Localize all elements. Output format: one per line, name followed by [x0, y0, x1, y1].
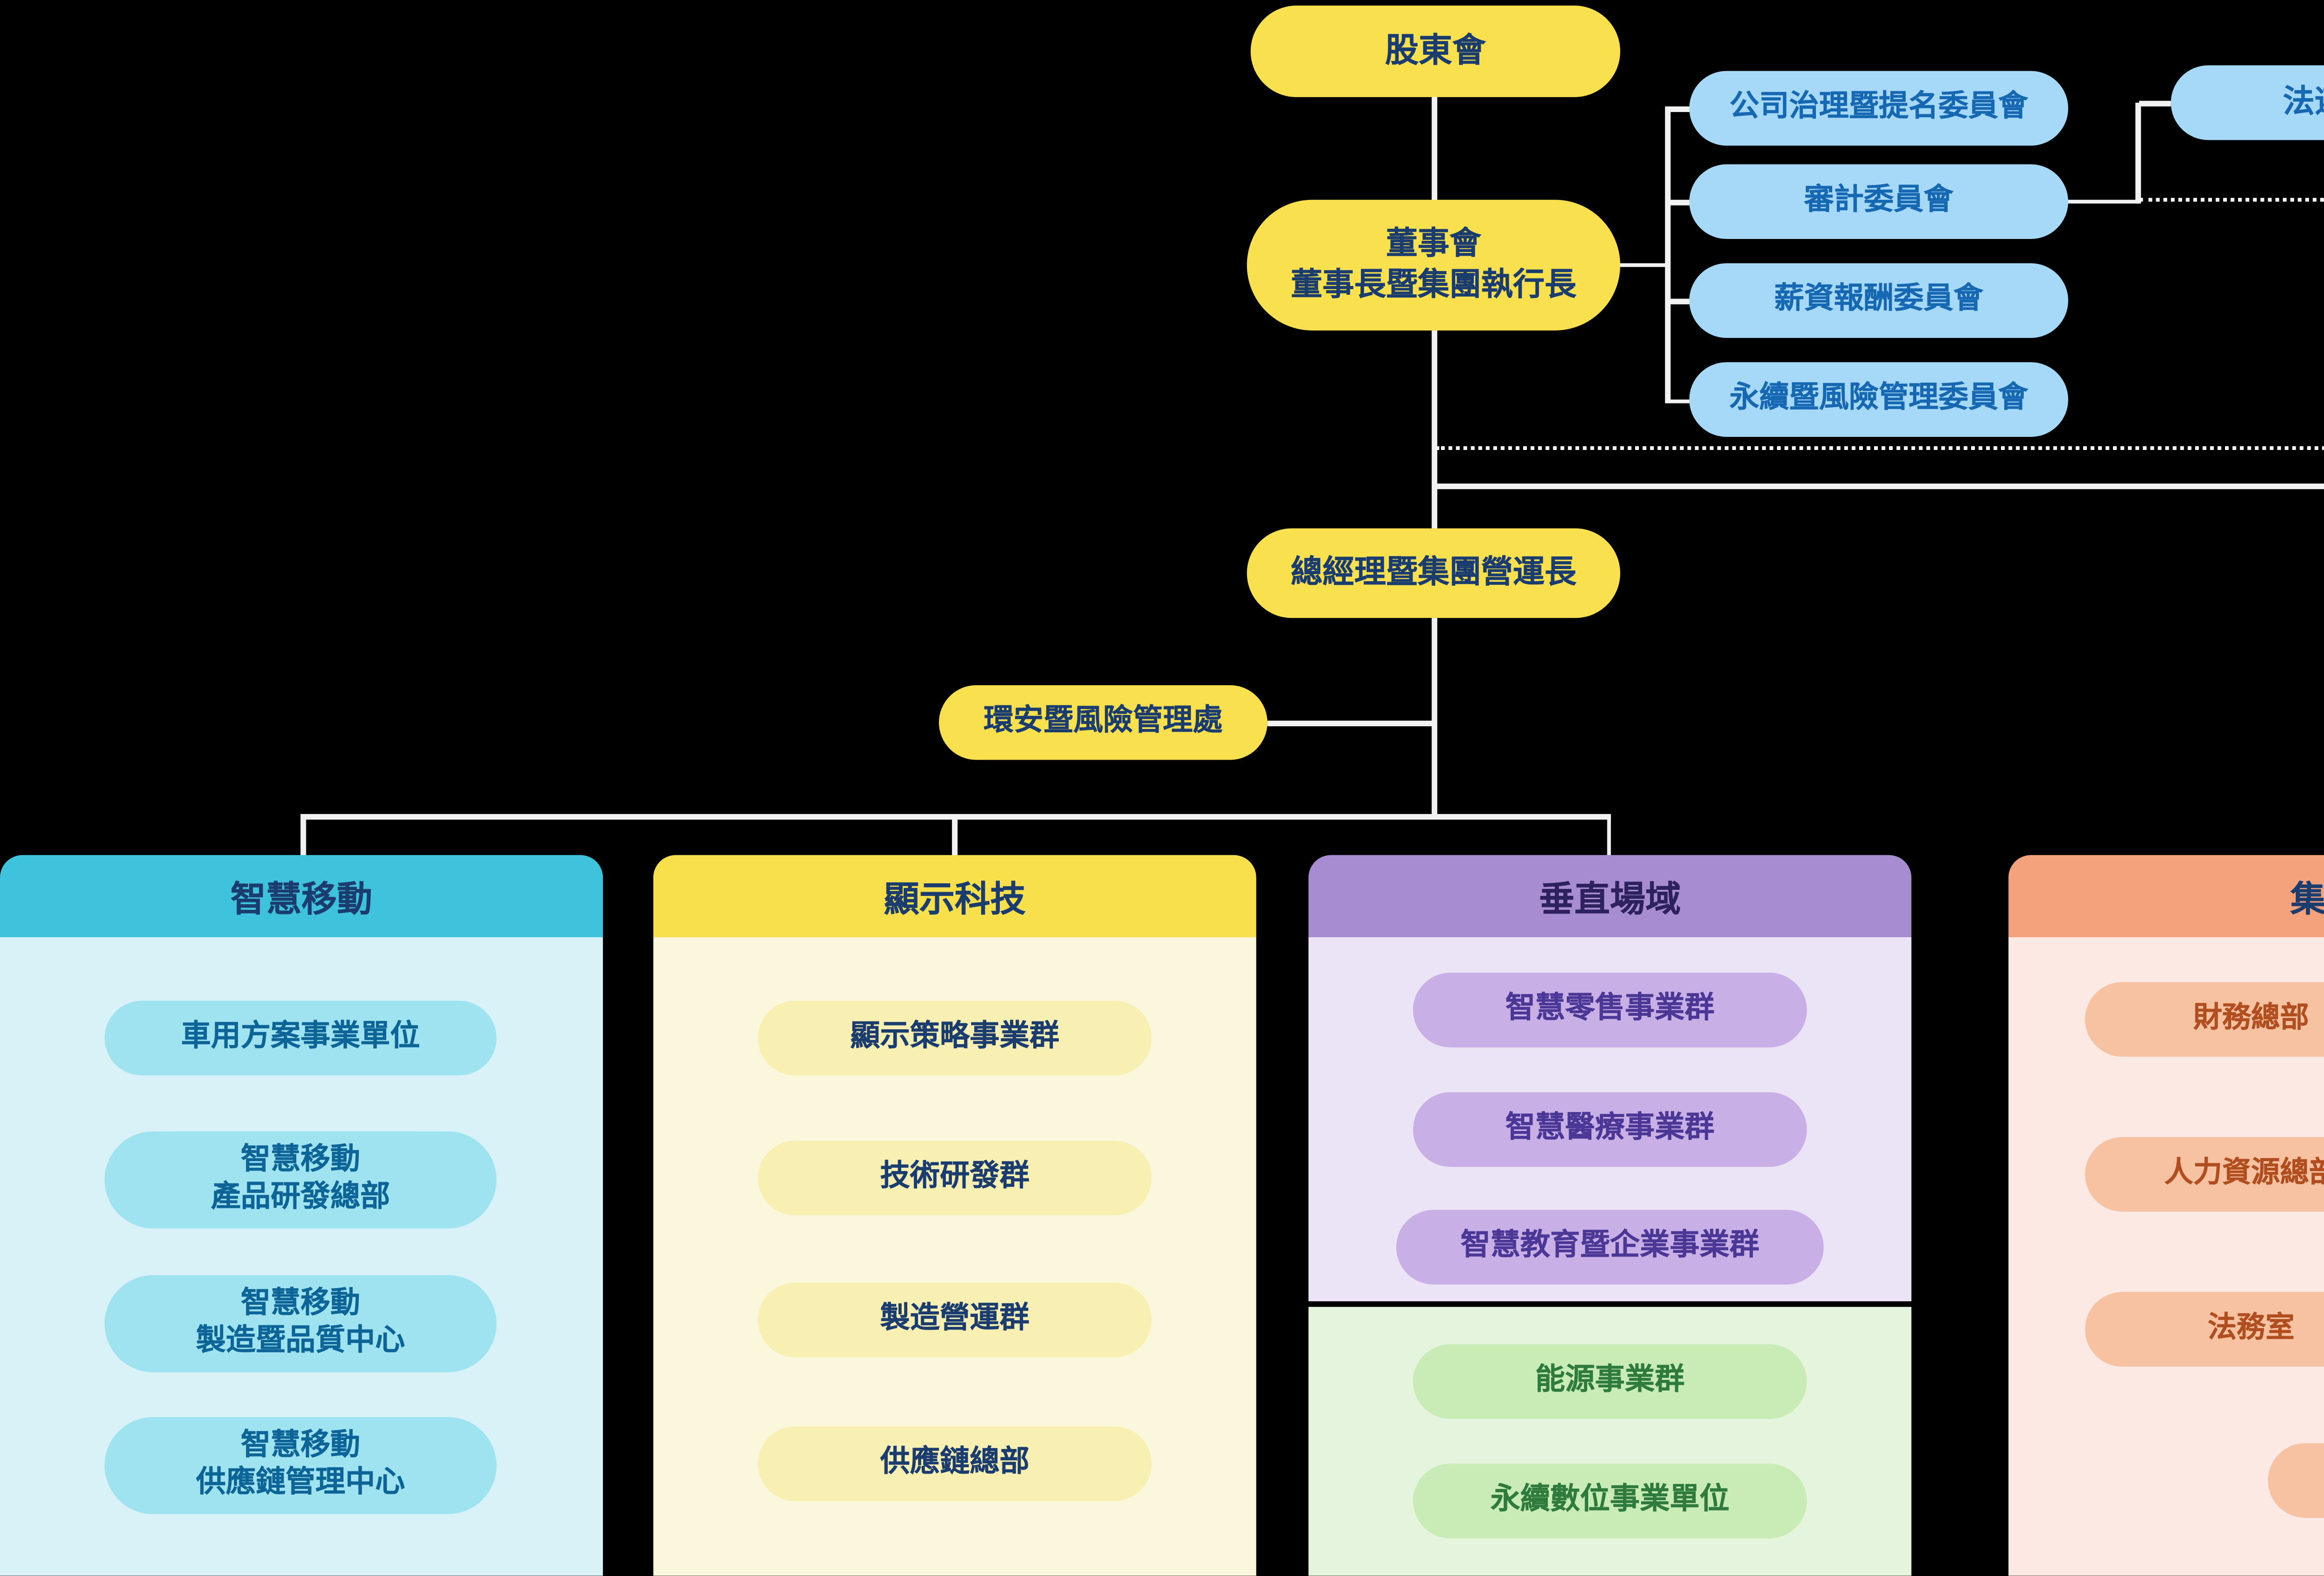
node-sustainable-digital-bu: 永續數位事業單位: [1413, 1463, 1807, 1539]
node-display-strategy-bg: 顯示策略事業群: [758, 1000, 1152, 1076]
node-mobility-product-rd-hq: 智慧移動 產品研發總部: [104, 1131, 497, 1229]
connector-committee-stub-3: [1669, 298, 1691, 304]
column-smart-mobility-header: 智慧移動: [0, 855, 603, 938]
node-smart-retail-bg: 智慧零售事業群: [1413, 973, 1807, 1047]
connector-audit-compliance-v: [2135, 102, 2140, 204]
node-smart-medical-bg: 智慧醫療事業群: [1413, 1092, 1807, 1167]
node-chief-compliance-advisor: 法遵總顧問: [2171, 65, 2324, 140]
column-vertical-domains-header: 垂直場域: [1308, 855, 1912, 938]
node-technology-rd-group: 技術研發群: [758, 1140, 1152, 1216]
column-group-support-header: 集團營運支援單位: [2008, 855, 2324, 938]
dotted-compliance-to-exec-line: [1435, 446, 2324, 450]
connector-audit-compliance-h2: [2139, 100, 2171, 106]
node-committee-audit: 審計委員會: [1689, 164, 2068, 239]
node-audit-management-office: 稽核管理處: [2268, 1443, 2324, 1518]
connector-board-committees: [1618, 262, 1667, 267]
connector-committee-stub-1: [1669, 106, 1691, 111]
connector-committee-stub-4: [1669, 398, 1691, 404]
node-mobility-manufacturing-quality-center: 智慧移動 製造暨品質中心: [104, 1275, 497, 1372]
node-board-of-directors: 董事會 董事長暨集團執行長: [1247, 199, 1620, 331]
node-shareholders-meeting: 股東會: [1250, 6, 1620, 97]
connector-president-down: [1432, 618, 1437, 816]
connector-support-branch-h: [1433, 483, 2324, 489]
node-committee-compensation: 薪資報酬委員會: [1689, 263, 2068, 338]
column-group-support: 集團營運支援單位 財務總部 數位技術發展總部 人力資源總部 永續發展總部 法務室…: [2008, 855, 2324, 1576]
connector-board-president: [1432, 330, 1437, 529]
node-legal-office: 法務室: [2085, 1292, 2324, 1367]
node-automotive-solutions-bu: 車用方案事業單位: [104, 1000, 497, 1076]
connector-ehs-office: [1267, 721, 1434, 726]
dotted-audit-to-right-edge: [2139, 197, 2324, 201]
column-display-tech-header: 顯示科技: [653, 855, 1256, 938]
node-manufacturing-operations-group: 製造營運群: [758, 1282, 1152, 1357]
connector-drop-mobility: [300, 815, 305, 857]
node-smart-education-enterprise-bg: 智慧教育暨企業事業群: [1396, 1210, 1824, 1285]
node-hr-hq: 人力資源總部: [2085, 1137, 2324, 1212]
node-energy-bg: 能源事業群: [1413, 1344, 1807, 1419]
node-committee-governance-nomination: 公司治理暨提名委員會: [1689, 71, 2068, 146]
connector-committees-spine: [1665, 106, 1670, 404]
node-committee-sustainability-risk: 永續暨風險管理委員會: [1689, 362, 2068, 437]
connector-shareholders-board: [1432, 93, 1437, 202]
connector-drop-display: [952, 815, 957, 857]
node-president-coo: 總經理暨集團營運長: [1247, 528, 1620, 618]
column-vertical-domains: 垂直場域 智慧零售事業群 智慧醫療事業群 智慧教育暨企業事業群 能源事業群 永續…: [1308, 855, 1912, 1576]
node-supply-chain-hq: 供應鏈總部: [758, 1426, 1152, 1501]
connector-committee-stub-2: [1669, 199, 1691, 205]
column-smart-mobility: 智慧移動 車用方案事業單位 智慧移動 產品研發總部 智慧移動 製造暨品質中心 智…: [0, 855, 603, 1576]
node-finance-hq: 財務總部: [2085, 982, 2324, 1057]
connector-audit-compliance-h1: [2064, 199, 2139, 204]
connector-drop-vertical: [1606, 815, 1611, 857]
node-ehs-risk-management-office: 環安暨風險管理處: [939, 685, 1268, 760]
node-mobility-supply-chain-center: 智慧移動 供應鏈管理中心: [104, 1417, 497, 1514]
column-display-tech: 顯示科技 顯示策略事業群 技術研發群 製造營運群 供應鏈總部: [653, 855, 1256, 1576]
